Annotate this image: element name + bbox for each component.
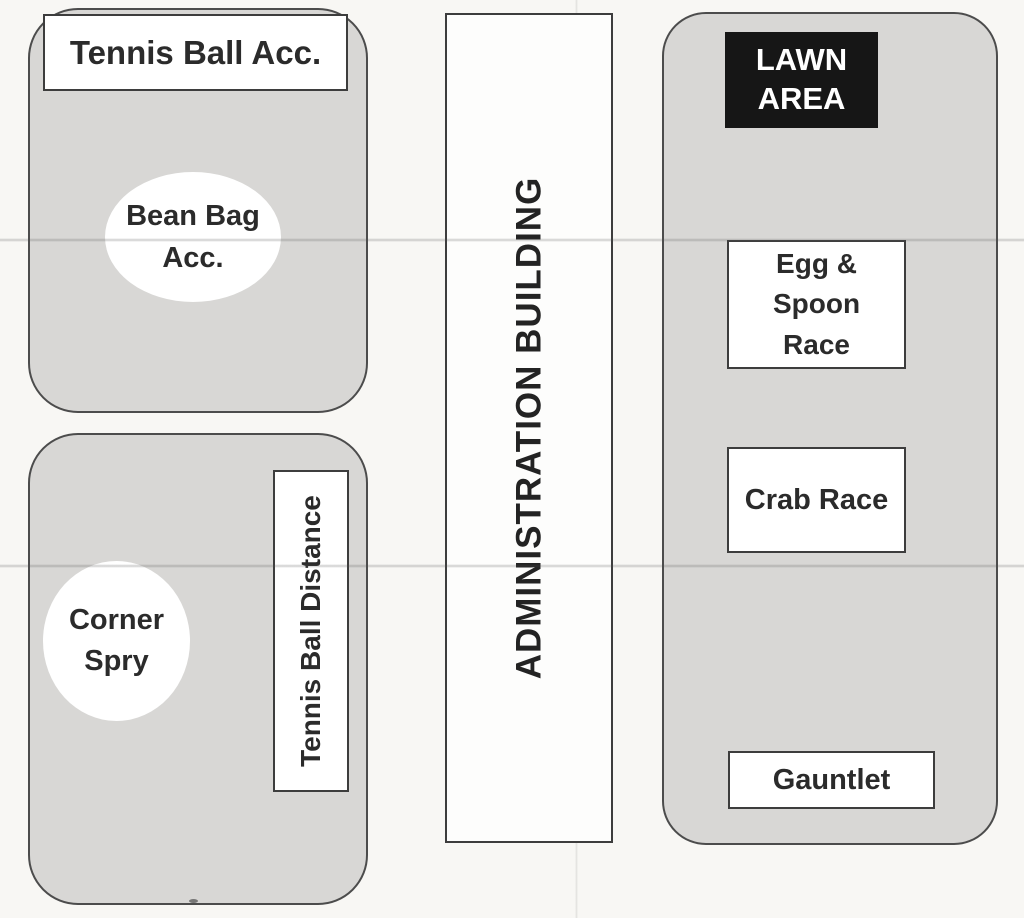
building-administration-text: ADMINISTRATION BUILDING xyxy=(509,176,548,680)
box-crab-race-text: Crab Race xyxy=(744,483,889,516)
box-egg-spoon-race: Egg & Spoon Race xyxy=(727,240,906,369)
sign-lawn-area: LAWN AREA xyxy=(725,32,878,128)
ellipse-bean-bag-acc: Bean Bag Acc. xyxy=(105,172,281,302)
ellipse-bean-bag-acc-text: Bean Bag Acc. xyxy=(126,199,260,274)
label-tennis-ball-distance-text: Tennis Ball Distance xyxy=(295,495,327,767)
zone-corner-spry: Corner Spry Tennis Ball Distance xyxy=(28,433,368,905)
box-gauntlet: Gauntlet xyxy=(728,751,935,809)
label-tennis-ball-acc: Tennis Ball Acc. xyxy=(43,14,348,91)
circle-corner-spry-text: Corner Spry xyxy=(68,604,165,677)
zone-tennis-ball-accuracy: Tennis Ball Acc. Bean Bag Acc. xyxy=(28,8,368,413)
scan-speck xyxy=(189,899,198,903)
box-egg-spoon-race-text: Egg & Spoon Race xyxy=(772,247,861,360)
tennis-ball-distance-rotated-wrap: Tennis Ball Distance xyxy=(275,472,347,790)
circle-corner-spry: Corner Spry xyxy=(43,561,190,721)
label-tennis-ball-acc-text: Tennis Ball Acc. xyxy=(69,33,322,71)
sign-lawn-area-text: LAWN AREA xyxy=(755,42,848,116)
administration-rotated-wrap: ADMINISTRATION BUILDING xyxy=(447,15,611,841)
zone-lawn-area: LAWN AREA Egg & Spoon Race Crab Race Gau… xyxy=(662,12,998,845)
building-administration: ADMINISTRATION BUILDING xyxy=(445,13,613,843)
box-crab-race: Crab Race xyxy=(727,447,906,553)
label-tennis-ball-distance: Tennis Ball Distance xyxy=(273,470,349,792)
box-gauntlet-text: Gauntlet xyxy=(772,763,891,796)
